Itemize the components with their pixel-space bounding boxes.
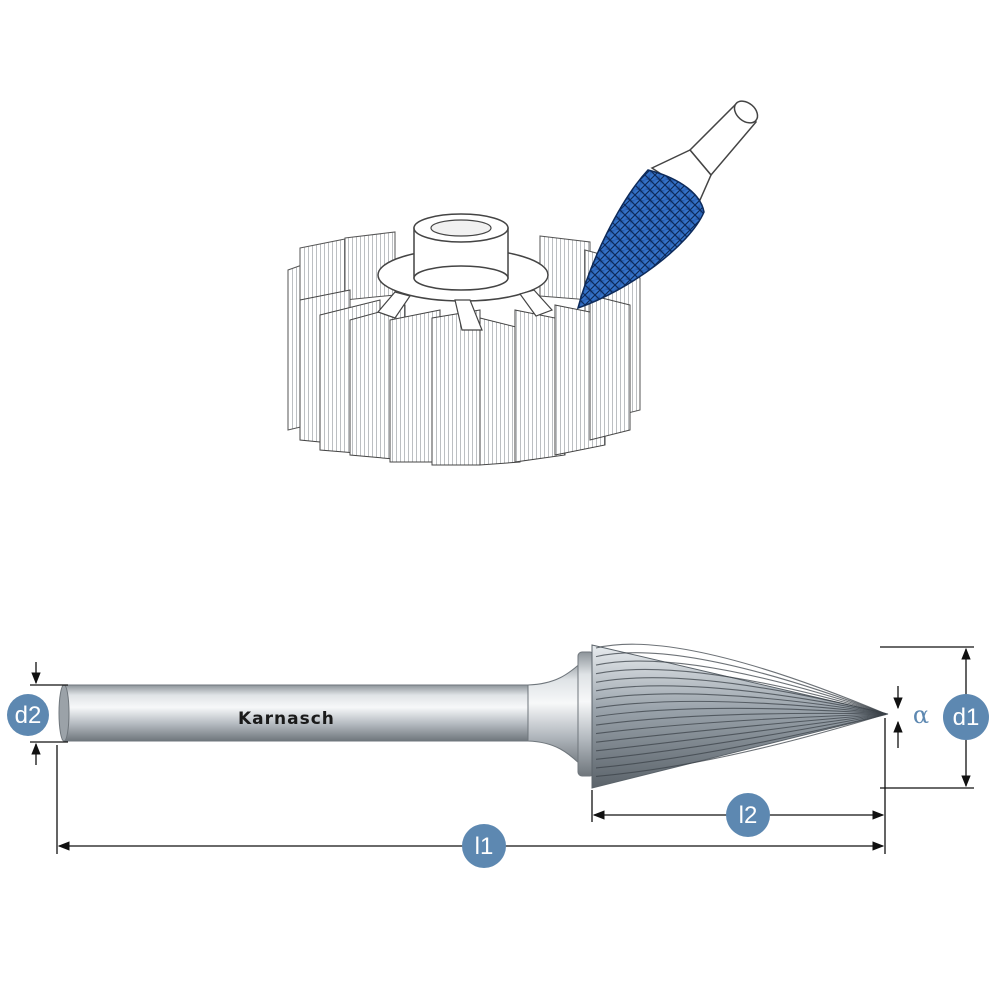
hub-spokes: [376, 289, 554, 331]
cone-burr-tool: Karnasch: [58, 643, 889, 789]
label-l1: l1: [462, 824, 506, 868]
flute-line: [595, 660, 887, 715]
heatsink-illustration: [287, 213, 641, 466]
flute-line: [595, 712, 887, 726]
svg-text:d2: d2: [15, 702, 42, 729]
flute-line: [595, 713, 887, 743]
label-d2: d2: [7, 694, 49, 736]
flute-line: [595, 668, 887, 715]
flute-line: [595, 713, 887, 777]
label-d1: d1: [943, 694, 989, 740]
tool-cone-head: [591, 644, 889, 789]
flute-line: [595, 713, 887, 735]
flute-line: [595, 693, 887, 715]
svg-text:l2: l2: [739, 802, 758, 829]
coated-burr-in-use: [576, 100, 759, 310]
svg-text:d1: d1: [953, 704, 980, 731]
flute-line: [595, 685, 887, 715]
flute-line: [595, 713, 887, 769]
shank-end: [58, 684, 70, 742]
tool-neck: [527, 658, 585, 770]
label-alpha: α: [905, 699, 937, 731]
dimension-lines: [30, 646, 974, 854]
flute-line: [595, 713, 887, 760]
flute-line: [595, 652, 887, 715]
flute-line: [595, 713, 887, 752]
flute-line: [595, 643, 887, 715]
flute-line: [595, 700, 887, 715]
flute-line: [595, 677, 887, 715]
svg-text:α: α: [913, 701, 929, 729]
svg-text:l1: l1: [475, 833, 494, 860]
label-l2: l2: [726, 793, 770, 837]
hub-cylinder: [413, 213, 509, 291]
brand-logo-text: Karnasch: [238, 709, 335, 729]
cone-flutes: [595, 643, 887, 777]
flute-line: [595, 707, 887, 718]
heatsink-front-fins: [299, 289, 631, 466]
